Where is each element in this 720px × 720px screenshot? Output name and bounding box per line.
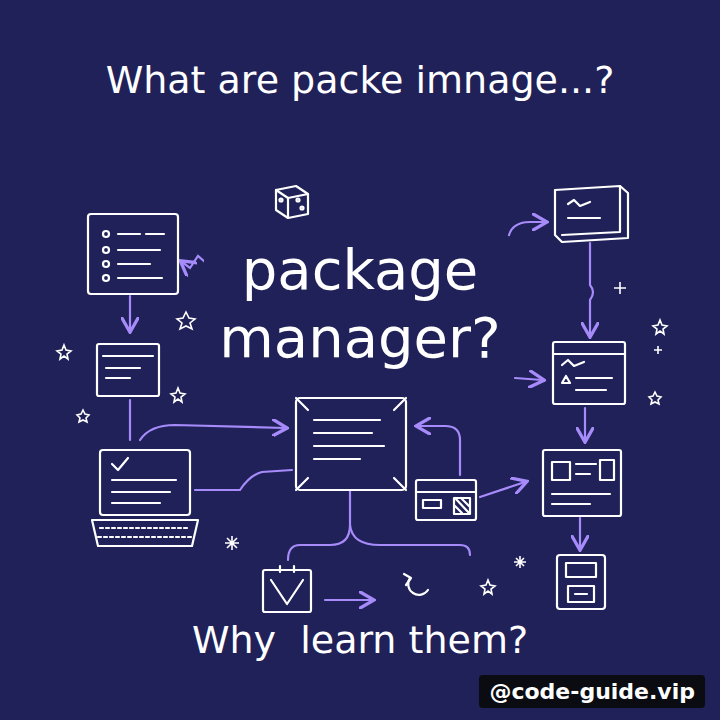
sketch-stroke bbox=[553, 353, 625, 355]
sketch-stroke bbox=[568, 200, 590, 206]
sketch-stroke bbox=[279, 566, 281, 572]
sketch-stroke bbox=[614, 282, 626, 294]
sketch-stroke bbox=[314, 445, 384, 447]
sketch-stroke bbox=[314, 432, 372, 434]
sketch-stroke bbox=[653, 320, 667, 334]
caption-question: Why learn them? bbox=[80, 618, 640, 664]
sketch-stroke bbox=[576, 463, 596, 465]
sketch-stroke bbox=[350, 525, 470, 555]
sketch-stroke bbox=[568, 217, 600, 219]
sketch-stroke bbox=[103, 261, 109, 267]
sketch-stroke bbox=[408, 578, 428, 595]
sketch-stroke bbox=[92, 520, 198, 546]
sketch-stroke bbox=[553, 342, 625, 404]
title-heading: What are packe imnage...? bbox=[20, 58, 700, 104]
sketch-stroke bbox=[543, 450, 621, 516]
sketch-stroke bbox=[97, 344, 159, 396]
sketch-stroke bbox=[579, 518, 581, 548]
sketch-stroke bbox=[568, 586, 594, 602]
sketch-stroke bbox=[481, 580, 495, 594]
sketch-stroke bbox=[118, 249, 160, 251]
sketch-stroke bbox=[418, 426, 460, 475]
sketch-stroke bbox=[515, 378, 542, 380]
sketch-stroke bbox=[555, 186, 628, 242]
sketch-stroke bbox=[100, 450, 190, 515]
sketch-stroke bbox=[576, 389, 606, 391]
sketch-stroke bbox=[576, 473, 590, 475]
sketch-stroke bbox=[314, 419, 380, 421]
sketch-stroke bbox=[106, 367, 140, 369]
center-label: package manager? bbox=[204, 236, 516, 373]
sketch-stroke bbox=[146, 233, 164, 235]
sketch-stroke bbox=[575, 593, 587, 595]
sketch-stroke bbox=[301, 207, 304, 210]
sketch-stroke bbox=[296, 398, 406, 490]
sketch-stroke bbox=[103, 275, 109, 281]
sketch-stroke bbox=[584, 408, 586, 440]
sketch-stroke bbox=[649, 392, 661, 404]
device-icons bbox=[88, 186, 628, 612]
sketch-stroke bbox=[454, 498, 470, 514]
sketch-stroke bbox=[225, 536, 239, 550]
sketch-stroke bbox=[112, 458, 128, 470]
sketch-stroke bbox=[314, 458, 360, 460]
sketch-stroke bbox=[112, 479, 176, 481]
sketch-stroke bbox=[297, 199, 300, 202]
sketch-stroke bbox=[129, 400, 131, 440]
sketch-stroke bbox=[325, 599, 372, 601]
sketch-stroke bbox=[171, 388, 185, 402]
sketch-stroke bbox=[118, 263, 150, 265]
sketch-stroke bbox=[404, 574, 411, 585]
sketch-stroke bbox=[576, 377, 612, 379]
sketch-stroke bbox=[423, 500, 441, 508]
sketch-stroke bbox=[100, 527, 190, 529]
sketch-stroke bbox=[129, 296, 131, 330]
sketch-stroke bbox=[177, 312, 195, 329]
sketch-stroke bbox=[88, 214, 178, 294]
sketch-stroke bbox=[276, 190, 308, 218]
sketch-stroke bbox=[112, 491, 170, 493]
sketch-stroke bbox=[195, 470, 292, 490]
sketch-stroke bbox=[552, 503, 590, 505]
sketch-stroke bbox=[112, 502, 160, 504]
sketch-stroke bbox=[118, 277, 162, 279]
sketch-stroke bbox=[416, 491, 476, 493]
sketch-stroke bbox=[103, 247, 109, 253]
sketch-stroke bbox=[57, 345, 71, 359]
watermark: @code-guide.vip bbox=[479, 675, 705, 708]
sketch-stroke bbox=[103, 231, 109, 237]
sketch-stroke bbox=[293, 566, 295, 572]
sketch-stroke bbox=[263, 570, 311, 612]
sketch-stroke bbox=[455, 498, 469, 513]
sketch-stroke bbox=[552, 493, 610, 495]
sketch-stroke bbox=[106, 377, 130, 379]
sketch-stroke bbox=[566, 563, 596, 577]
sketch-stroke bbox=[296, 398, 406, 490]
sketch-stroke bbox=[416, 480, 476, 520]
sketch-stroke bbox=[271, 580, 303, 604]
sketch-stroke bbox=[118, 233, 140, 235]
sketch-stroke bbox=[514, 556, 526, 568]
sketch-stroke bbox=[103, 355, 153, 357]
sketch-stroke bbox=[140, 425, 285, 440]
connector-lines bbox=[130, 222, 593, 600]
sketch-stroke bbox=[557, 555, 605, 609]
sketch-stroke bbox=[480, 482, 525, 497]
sketch-stroke bbox=[562, 376, 570, 383]
sketch-stroke bbox=[98, 536, 192, 538]
sketch-stroke bbox=[590, 243, 593, 335]
sketch-stroke bbox=[280, 199, 283, 202]
sketch-stroke bbox=[552, 462, 570, 480]
sketch-stroke bbox=[77, 410, 89, 422]
sketch-stroke bbox=[600, 460, 614, 480]
sketch-stroke bbox=[654, 346, 662, 354]
sketch-stroke bbox=[288, 490, 350, 560]
sketch-stroke bbox=[276, 186, 308, 218]
sketch-stroke bbox=[562, 186, 620, 235]
sketch-stroke bbox=[562, 360, 584, 366]
